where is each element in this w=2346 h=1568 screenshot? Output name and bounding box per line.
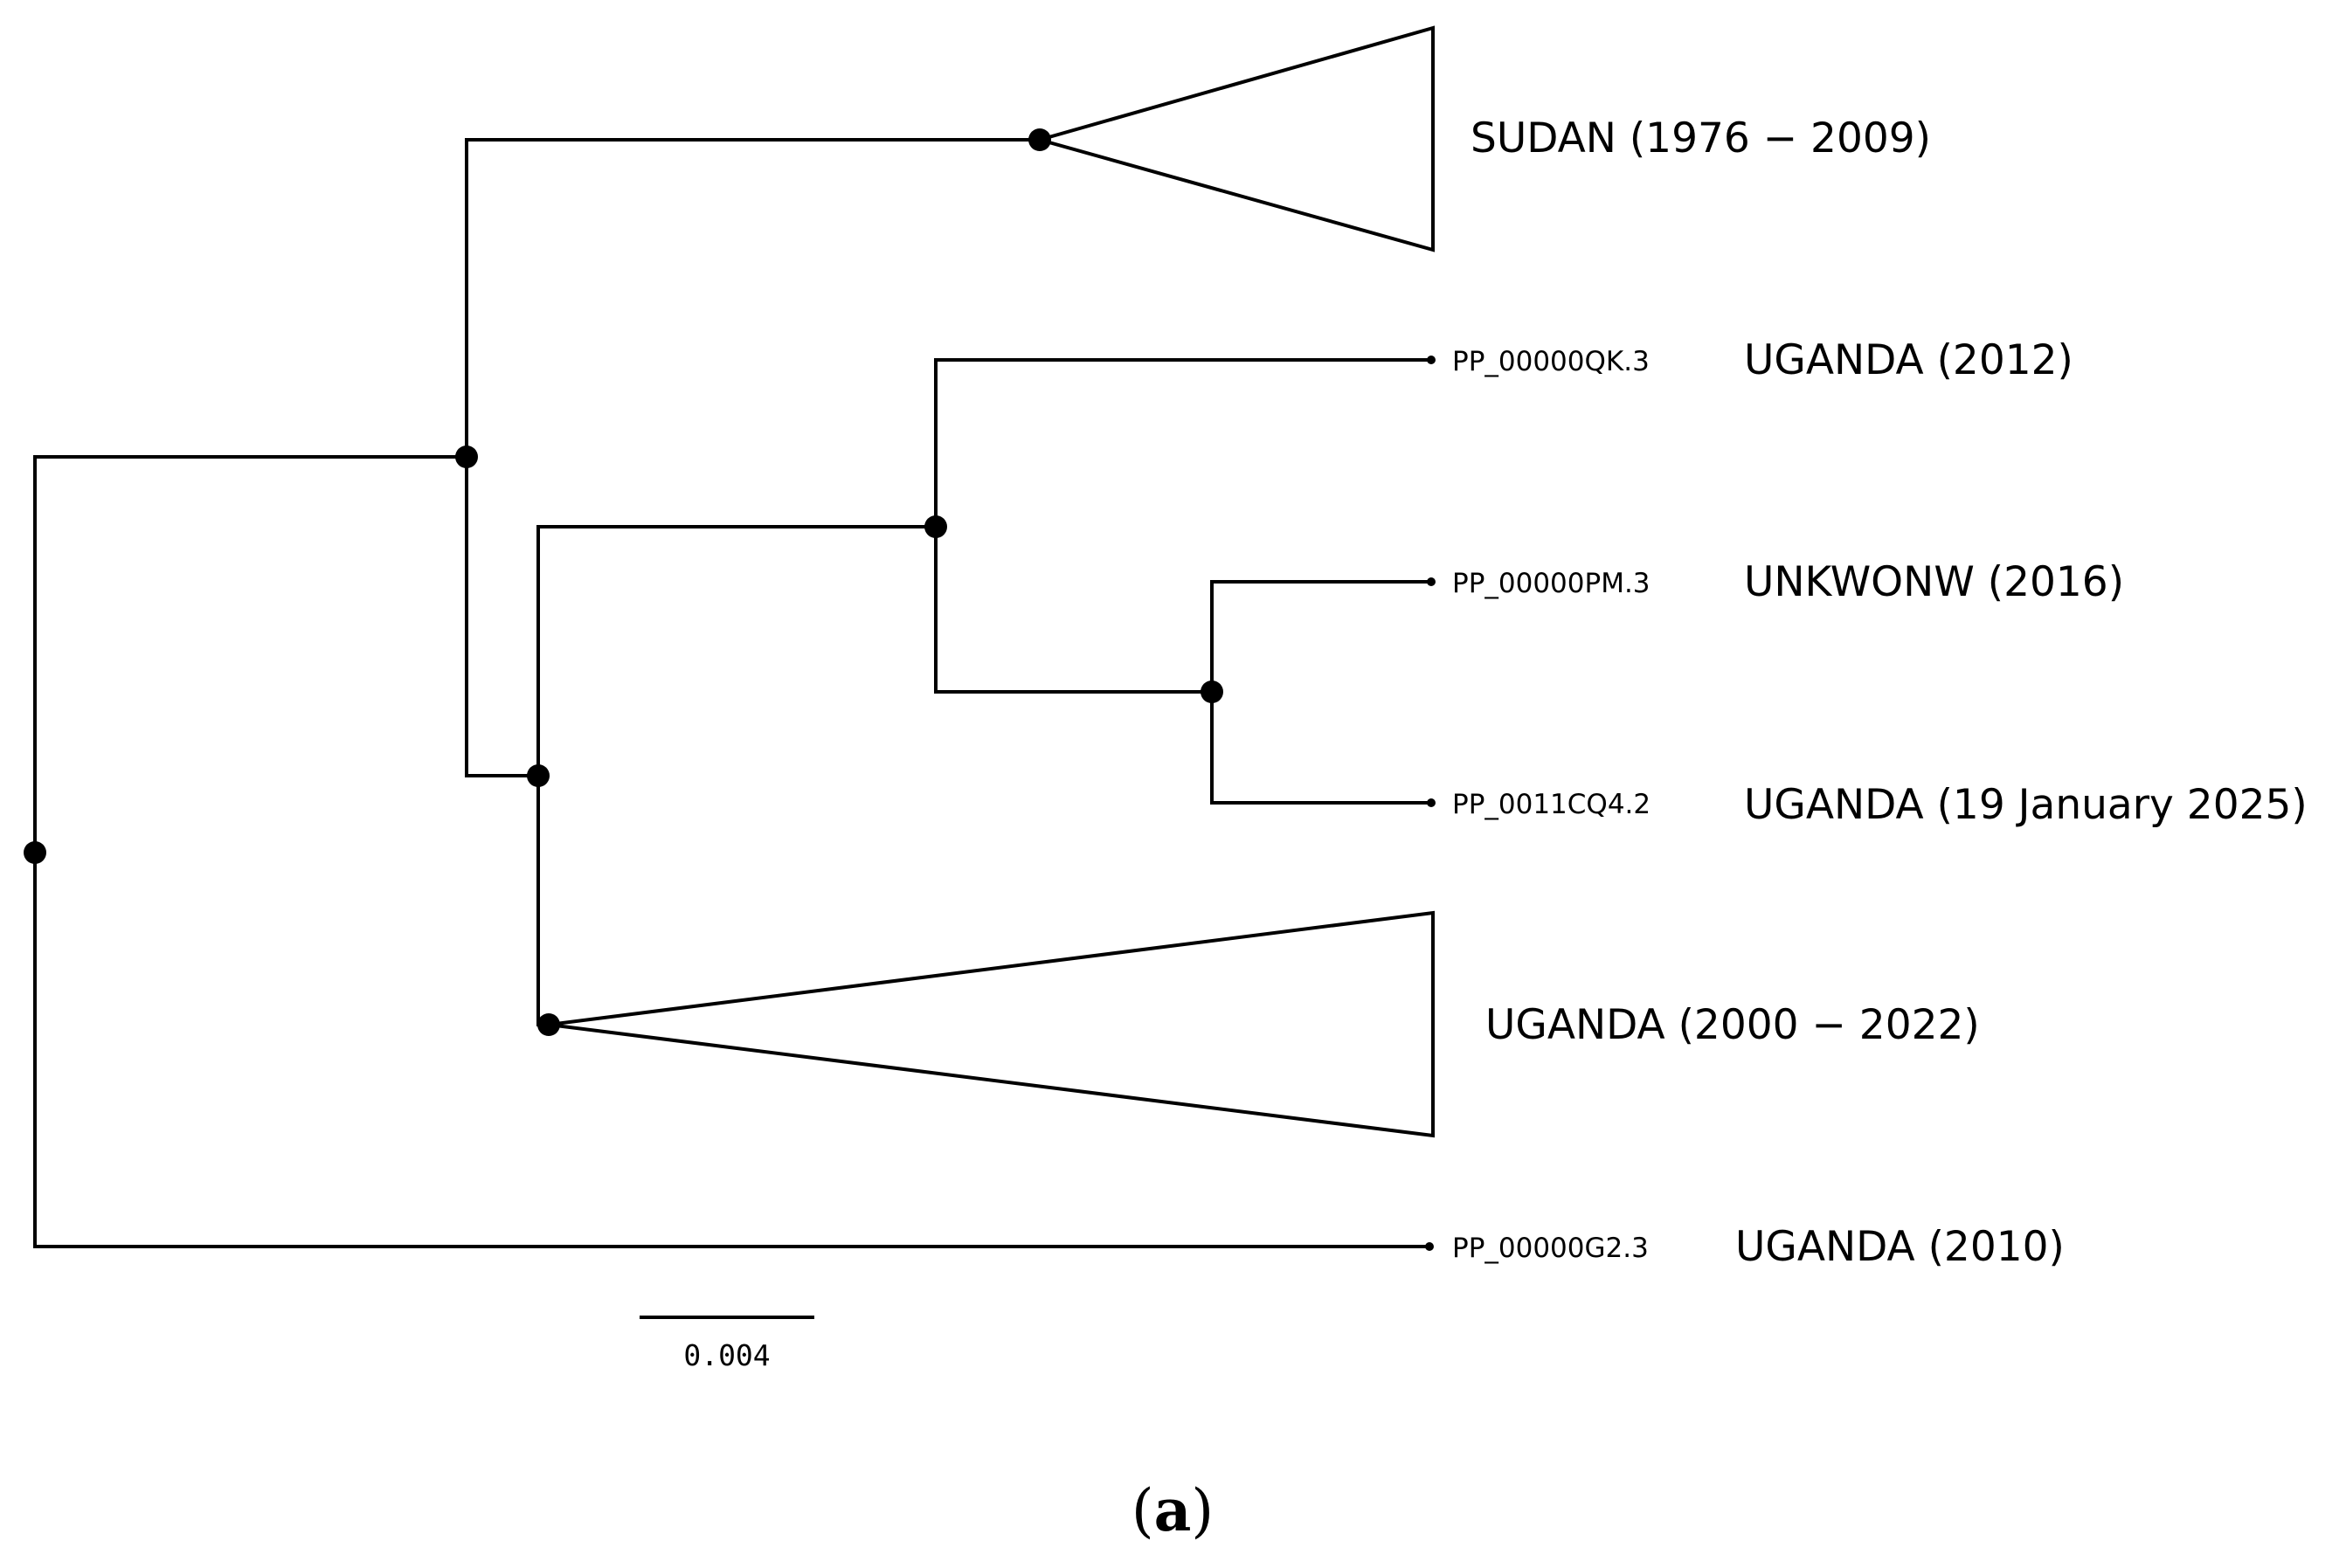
tip-cq: PP_0011CQ4.2 UGANDA (19 January 2025) xyxy=(1427,781,2308,829)
node-a xyxy=(455,446,478,468)
branch-to-sudan xyxy=(465,138,1042,459)
sudan-clade-node xyxy=(1028,128,1051,151)
branch-root-upper xyxy=(33,455,468,854)
node-a-split xyxy=(455,138,1042,777)
tip-pm-dot xyxy=(1427,577,1436,586)
node-c-split xyxy=(924,358,1433,694)
tip-g2-dot xyxy=(1425,1242,1434,1251)
uganda-clade: UGANDA (2000 − 2022) xyxy=(537,910,1980,1138)
branch-to-node-d xyxy=(934,525,1214,694)
tip-pm-label: UNKWONW (2016) xyxy=(1744,558,2124,606)
sudan-clade: SUDAN (1976 − 2009) xyxy=(1028,25,1931,252)
tip-g2-label: UGANDA (2010) xyxy=(1735,1223,2065,1271)
branch-to-cq xyxy=(1210,690,1433,805)
tip-g2-accession: PP_00000G2.3 xyxy=(1452,1233,1649,1264)
node-b-split xyxy=(527,525,938,1026)
tip-qk-label: UGANDA (2012) xyxy=(1744,336,2073,384)
tip-cq-accession: PP_0011CQ4.2 xyxy=(1452,789,1651,820)
uganda-clade-label: UGANDA (2000 − 2022) xyxy=(1485,1001,1980,1049)
node-b xyxy=(527,764,550,787)
tip-g2: PP_00000G2.3 UGANDA (2010) xyxy=(1425,1223,2065,1271)
tip-qk: PP_00000QK.3 UGANDA (2012) xyxy=(1427,336,2073,384)
sudan-clade-triangle xyxy=(1033,25,1435,252)
tip-pm: PP_00000PM.3 UNKWONW (2016) xyxy=(1427,558,2124,606)
node-c xyxy=(924,515,947,538)
tip-cq-label: UGANDA (19 January 2025) xyxy=(1744,781,2308,829)
root-node xyxy=(24,841,46,864)
panel-label: (a) xyxy=(1131,1476,1214,1544)
node-d xyxy=(1201,680,1223,703)
scale-bar-label: 0.004 xyxy=(683,1338,770,1372)
scale-bar: 0.004 xyxy=(640,1316,814,1372)
node-d-split xyxy=(1201,580,1433,805)
sudan-clade-label: SUDAN (1976 − 2009) xyxy=(1471,114,1931,162)
root-split xyxy=(24,455,1431,1248)
panel-label-open: ( xyxy=(1131,1477,1154,1544)
branch-to-qk xyxy=(934,358,1433,528)
tip-cq-dot xyxy=(1427,798,1436,807)
uganda-clade-node xyxy=(537,1013,560,1036)
panel-label-letter: a xyxy=(1154,1476,1192,1544)
uganda-clade-triangle xyxy=(548,910,1435,1138)
branch-to-pm xyxy=(1210,580,1433,694)
branch-root-lower xyxy=(33,851,1431,1248)
tip-qk-dot xyxy=(1427,356,1436,364)
tip-pm-accession: PP_00000PM.3 xyxy=(1452,568,1651,599)
panel-label-close: ) xyxy=(1191,1477,1214,1544)
branch-to-uganda-clade xyxy=(536,774,550,1026)
branch-to-node-b xyxy=(465,455,540,777)
tip-qk-accession: PP_00000QK.3 xyxy=(1452,346,1650,377)
branch-to-node-c xyxy=(536,525,938,777)
